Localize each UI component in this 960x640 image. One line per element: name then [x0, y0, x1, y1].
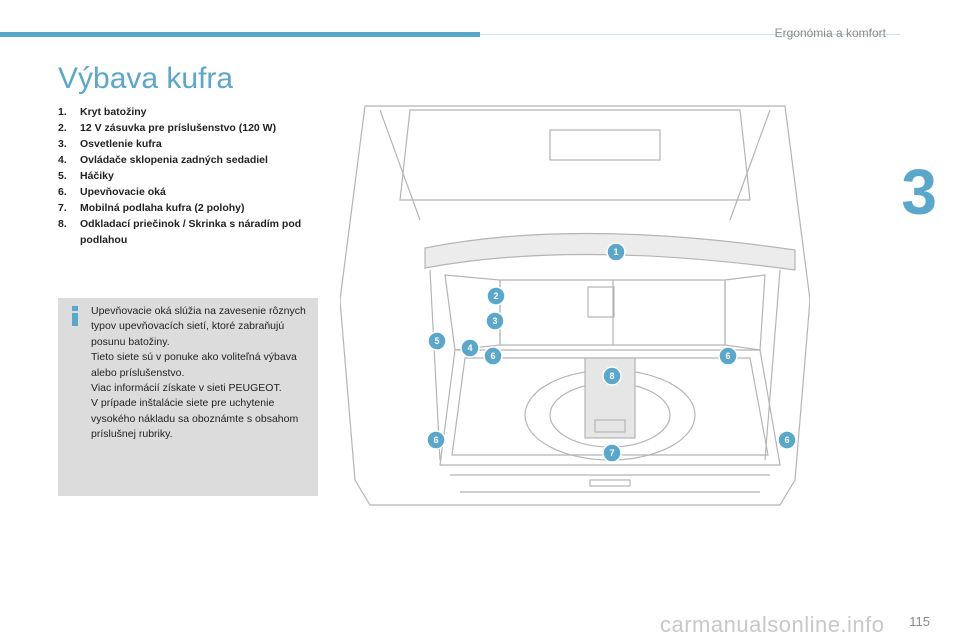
- item-number: 3.: [58, 138, 67, 150]
- callout-6: 6: [483, 346, 503, 366]
- header-accent-bar: [0, 32, 480, 37]
- info-text: Upevňovacie oká slúžia na zavesenie rôzn…: [91, 304, 311, 443]
- callout-4: 4: [460, 338, 480, 358]
- list-item: 7. Mobilná podlaha kufra (2 polohy): [58, 200, 338, 216]
- page-number: 115: [909, 614, 930, 629]
- list-item: 2. 12 V zásuvka pre príslušenstvo (120 W): [58, 120, 338, 136]
- svg-text:3: 3: [492, 316, 497, 326]
- item-label: Odkladací priečinok / Skrinka s náradím …: [80, 218, 302, 246]
- item-number: 2.: [58, 122, 67, 134]
- svg-text:6: 6: [725, 351, 730, 361]
- svg-text:6: 6: [433, 435, 438, 445]
- callout-3: 3: [485, 311, 505, 331]
- page-title: Výbava kufra: [58, 62, 234, 95]
- list-item: 6. Upevňovacie oká: [58, 184, 338, 200]
- chapter-number: 3: [901, 156, 937, 228]
- item-label: Mobilná podlaha kufra (2 polohy): [80, 202, 245, 214]
- item-number: 8.: [58, 218, 67, 230]
- list-item: 1. Kryt batožiny: [58, 104, 338, 120]
- equipment-list: 1. Kryt batožiny 2. 12 V zásuvka pre prísl…: [58, 104, 338, 248]
- svg-text:6: 6: [784, 435, 789, 445]
- svg-text:8: 8: [609, 371, 614, 381]
- svg-text:6: 6: [490, 351, 495, 361]
- info-paragraph: Tieto siete sú v ponuke ako voliteľná vý…: [91, 351, 297, 379]
- callout-1: 1: [606, 242, 626, 262]
- item-label: Kryt batožiny: [80, 106, 147, 118]
- section-title: Ergonómia a komfort: [774, 26, 886, 40]
- item-label: Osvetlenie kufra: [80, 138, 162, 150]
- callout-2: 2: [486, 286, 506, 306]
- figure-callouts: 1 2 3 4 5 6 6 6 6 7 8: [426, 242, 797, 463]
- callout-5: 5: [427, 331, 447, 351]
- list-item: 3. Osvetlenie kufra: [58, 136, 338, 152]
- callout-6: 6: [426, 430, 446, 450]
- watermark: carmanualsonline.info: [660, 612, 885, 637]
- info-box: Upevňovacie oká slúžia na zavesenie rôzn…: [58, 298, 318, 496]
- item-number: 6.: [58, 186, 67, 198]
- trunk-illustration: 1 2 3 4 5 6 6 6 6 7 8: [340, 105, 810, 506]
- list-item: 4. Ovládače sklopenia zadných sedadiel: [58, 152, 338, 168]
- item-number: 5.: [58, 170, 67, 182]
- callout-7: 7: [602, 443, 622, 463]
- item-label: Háčiky: [80, 170, 114, 182]
- header-divider: [480, 34, 900, 35]
- info-paragraph: V prípade inštalácie siete pre uchytenie…: [91, 397, 299, 441]
- svg-text:4: 4: [467, 343, 472, 353]
- item-label: Ovládače sklopenia zadných sedadiel: [80, 154, 268, 166]
- svg-text:5: 5: [434, 336, 439, 346]
- list-item: 8. Odkladací priečinok / Skrinka s náradí…: [58, 216, 338, 248]
- item-label: 12 V zásuvka pre príslušenstvo (120 W): [80, 122, 277, 134]
- svg-text:1: 1: [613, 247, 618, 257]
- svg-text:2: 2: [493, 291, 498, 301]
- svg-text:7: 7: [609, 448, 614, 458]
- callout-6: 6: [777, 430, 797, 450]
- list-item: 5. Háčiky: [58, 168, 338, 184]
- item-number: 1.: [58, 106, 67, 118]
- info-icon: [72, 306, 78, 326]
- info-paragraph: Viac informácií získate v sieti PEUGEOT.: [91, 382, 282, 395]
- item-number: 4.: [58, 154, 67, 166]
- item-label: Upevňovacie oká: [80, 186, 166, 198]
- callout-8: 8: [602, 366, 622, 386]
- info-paragraph: Upevňovacie oká slúžia na zavesenie rôzn…: [91, 305, 306, 348]
- callout-6: 6: [718, 346, 738, 366]
- item-number: 7.: [58, 202, 67, 214]
